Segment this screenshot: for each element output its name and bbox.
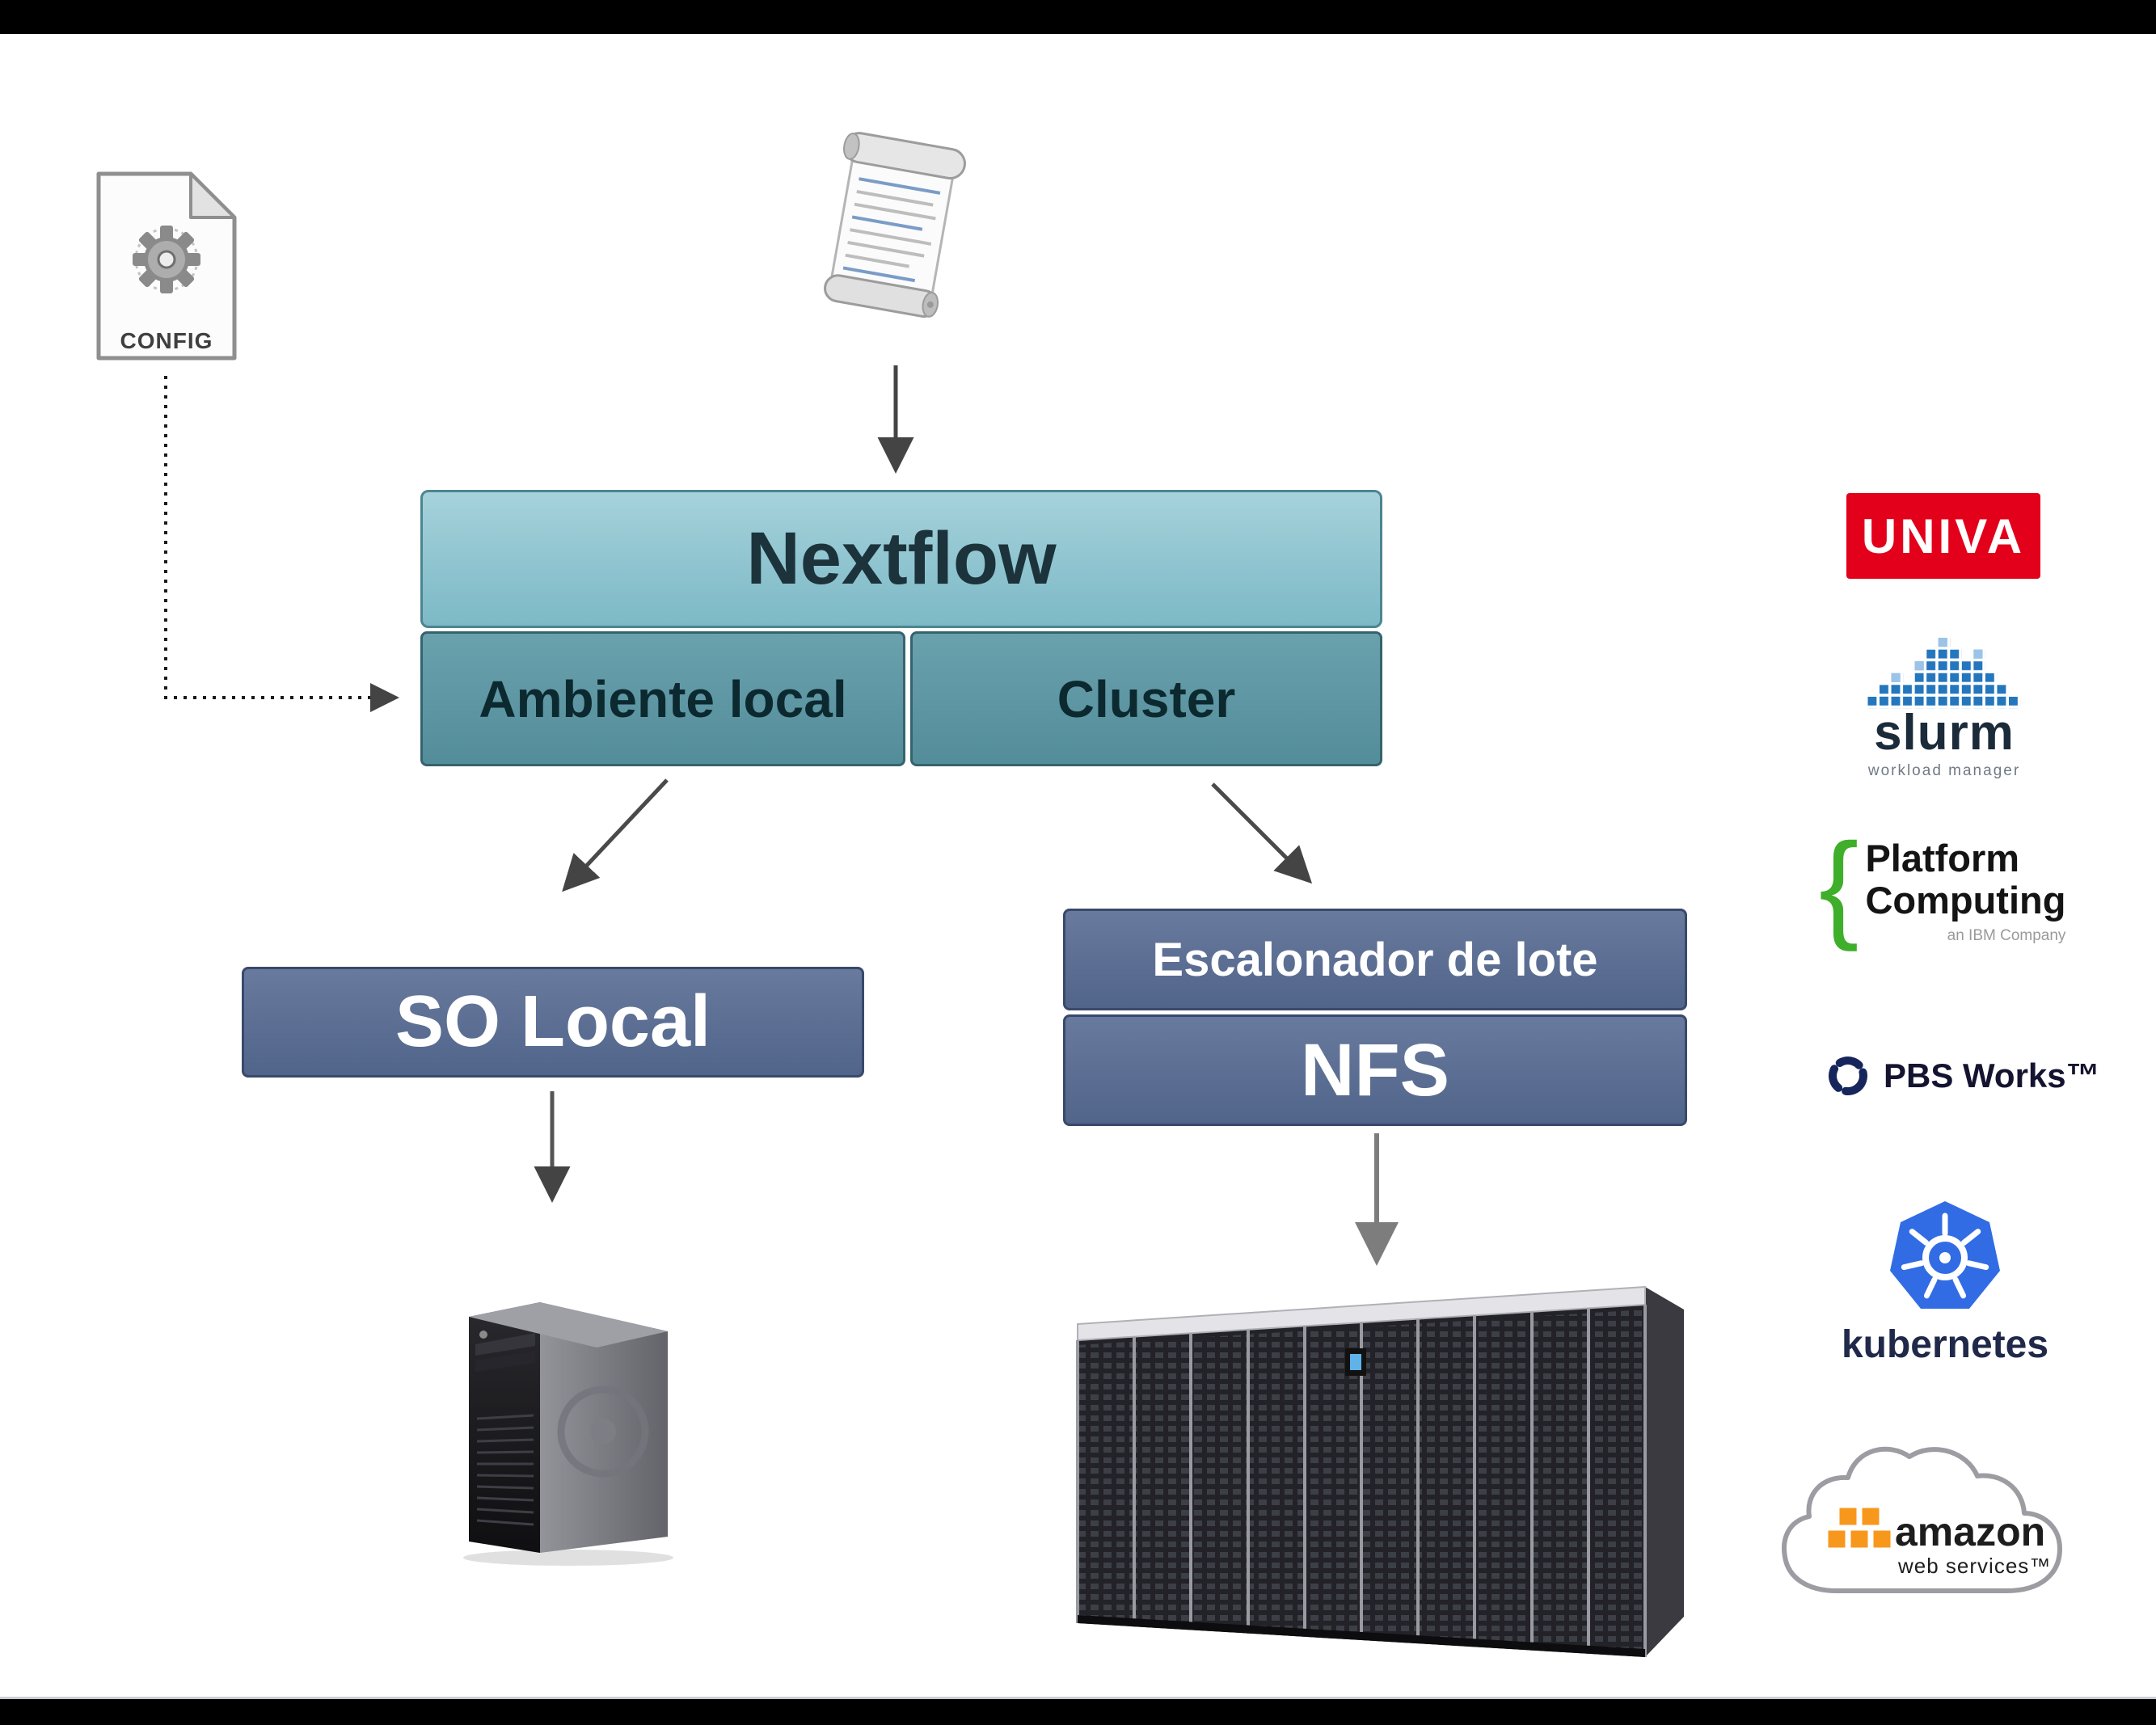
univa-logo: UNIVA — [1846, 493, 2040, 579]
config-label: CONFIG — [120, 328, 213, 353]
arrow-config-to-ambiente — [164, 376, 399, 712]
platform-computing-logo: { Platform Computing an IBM Company — [1819, 819, 2066, 952]
ambiente-local-label: Ambiente local — [479, 669, 847, 728]
slurm-pixels-icon — [1867, 638, 2021, 709]
cluster-label: Cluster — [1057, 669, 1236, 728]
top-black-bar — [0, 0, 2156, 34]
kubernetes-logo: kubernetes — [1835, 1201, 2055, 1367]
aws-logo: amazon web services™ — [1767, 1436, 2084, 1617]
pbs-swirl-icon — [1829, 1057, 1867, 1095]
escalonador-label: Escalonador de lote — [1152, 933, 1598, 986]
script-scroll-icon — [794, 117, 988, 345]
escalonador-box: Escalonador de lote — [1063, 909, 1687, 1010]
pbs-works-label: PBS Works™ — [1884, 1057, 2100, 1094]
slurm-wordmark: slurm — [1874, 705, 2015, 761]
workstation-image — [435, 1270, 677, 1567]
kubernetes-helm-icon — [1890, 1201, 2000, 1309]
pbs-works-logo: PBS Works™ — [1825, 1053, 2100, 1099]
platform-line2: Computing — [1865, 878, 2066, 922]
slurm-logo: slurm workload manager — [1855, 631, 2033, 780]
nextflow-box: Nextflow — [420, 490, 1382, 628]
platform-brace-icon: { — [1819, 819, 1859, 952]
aws-cubes-icon — [1825, 1505, 1893, 1550]
nfs-label: NFS — [1301, 1028, 1449, 1111]
platform-line1: Platform — [1865, 837, 2020, 879]
slurm-tagline: workload manager — [1867, 762, 2021, 779]
bottom-black-bar — [0, 1697, 2156, 1725]
aws-wordmark: amazon — [1895, 1509, 2045, 1554]
config-file-icon: CONFIG — [87, 166, 246, 366]
server-rack-image — [1063, 1277, 1702, 1681]
aws-tagline: web services™ — [1897, 1554, 2051, 1578]
ambiente-local-box: Ambiente local — [420, 631, 905, 766]
so-local-label: SO Local — [394, 981, 711, 1062]
kubernetes-label: kubernetes — [1841, 1323, 2049, 1366]
nfs-box: NFS — [1063, 1014, 1687, 1126]
nextflow-label: Nextflow — [746, 517, 1057, 600]
gear-icon — [133, 226, 200, 293]
univa-label: UNIVA — [1861, 508, 2026, 563]
cluster-box: Cluster — [910, 631, 1382, 766]
platform-tagline: an IBM Company — [1947, 927, 2066, 945]
so-local-box: SO Local — [242, 967, 864, 1078]
arrow-cluster-to-escalonador — [1211, 782, 1313, 884]
arrow-ambiente-to-so-local — [562, 778, 669, 892]
